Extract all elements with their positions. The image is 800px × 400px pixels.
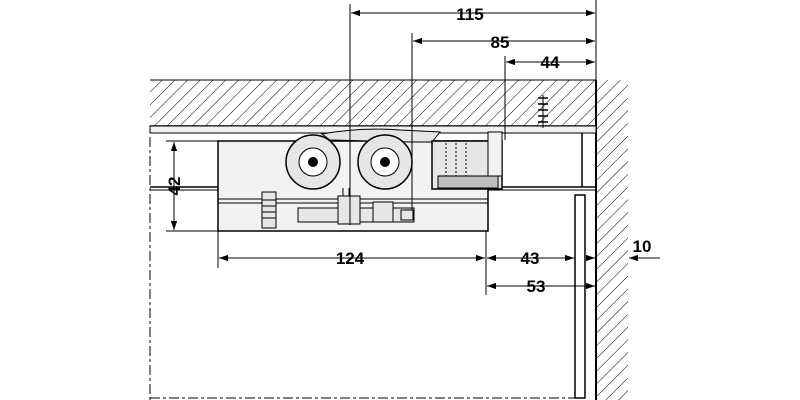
damper-block bbox=[431, 131, 503, 190]
dim-43-label: 43 bbox=[521, 249, 540, 268]
dim-53-label: 53 bbox=[527, 277, 546, 296]
dim-85-label: 85 bbox=[491, 33, 510, 52]
dim-44-label: 44 bbox=[541, 53, 560, 72]
dimension-lines bbox=[170, 9, 660, 290]
dim-115-label: 115 bbox=[456, 5, 483, 24]
roller-wheel-right bbox=[357, 134, 413, 190]
dimension-labels: 115 85 44 42 124 43 53 10 bbox=[165, 5, 651, 296]
dim-124-label: 124 bbox=[336, 249, 365, 268]
screw-center bbox=[337, 188, 361, 225]
door-edge-profile bbox=[574, 194, 586, 399]
carriage-assembly bbox=[217, 95, 548, 232]
door-panel bbox=[149, 137, 586, 400]
wall bbox=[595, 80, 628, 400]
ceiling-hatch bbox=[150, 80, 596, 126]
dim-42-label: 42 bbox=[165, 177, 184, 196]
ceiling-screw bbox=[538, 95, 548, 128]
roller-wheel-left bbox=[285, 134, 341, 190]
ceiling bbox=[150, 79, 596, 127]
dim-10-label: 10 bbox=[633, 237, 652, 256]
screw-right bbox=[372, 201, 414, 223]
extension-lines bbox=[166, 0, 597, 295]
screw-left bbox=[261, 191, 277, 229]
wall-hatch bbox=[596, 80, 628, 400]
